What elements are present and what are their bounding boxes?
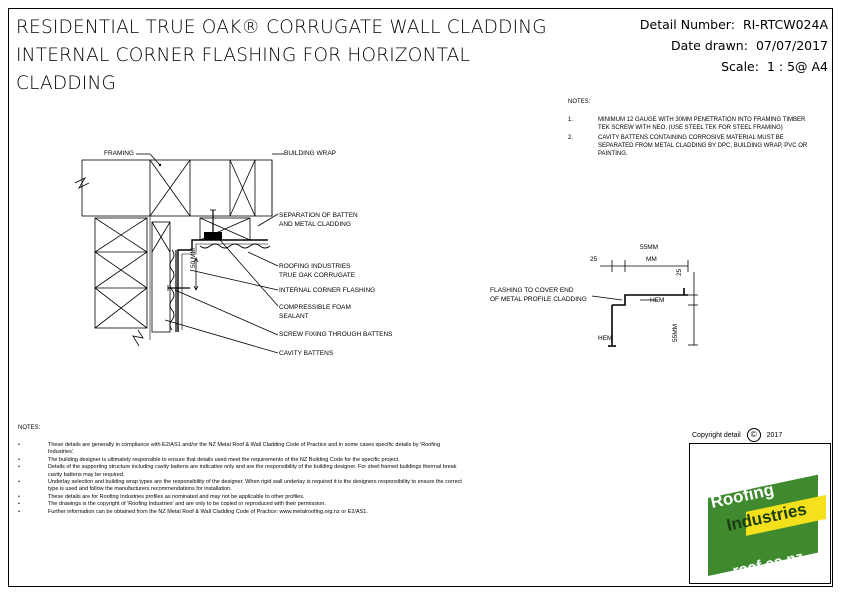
- scale-value: 1 : 5@ A4: [766, 59, 828, 74]
- roofing-industries-logo: Roofing Industries roof.co.nz: [708, 474, 826, 580]
- copyright-label: Copyright detail: [692, 431, 741, 439]
- date-drawn-row: Date drawn: 07/07/2017: [640, 35, 828, 56]
- bottom-note: • The building designer is ultimately res…: [18, 457, 468, 464]
- bullet: •: [18, 479, 20, 486]
- label-hem-1: HEM: [650, 297, 665, 304]
- bottom-note: • Underlay selection and building wrap ty…: [18, 479, 468, 494]
- label-roofing: ROOFING INDUSTRIES TRUE OAK CORRUGATE: [279, 262, 355, 280]
- bullet: •: [18, 501, 20, 508]
- label-separation: SEPARATION OF BATTEN AND METAL CLADDING: [279, 211, 358, 229]
- bottom-note: • Details of the supporting structure inc…: [18, 464, 468, 479]
- bottom-note-text: The drawings is the copyright of 'Roofin…: [48, 501, 326, 508]
- bottom-note-text: Underlay selection and building wrap typ…: [48, 479, 462, 493]
- detail-number-value: RI-RTCW024A: [742, 17, 828, 32]
- dim-mm-top: mm: [646, 256, 657, 263]
- title-meta: Detail Number: RI-RTCW024A Date drawn: 07/…: [640, 14, 828, 77]
- dim-25-top: 25: [590, 256, 598, 263]
- label-flash-cover: FLASHING TO COVER END OF METAL PROFILE C…: [490, 286, 587, 304]
- scale-row: Scale: 1 : 5@ A4: [640, 56, 828, 77]
- dim-25-side: 25: [676, 268, 683, 276]
- label-roofing-line-2: TRUE OAK CORRUGATE: [279, 272, 356, 279]
- flashing-profile: [591, 260, 698, 347]
- bottom-note-text: These details are for Roofing Industries…: [48, 493, 305, 500]
- bullet: •: [18, 456, 20, 463]
- label-flash-cover-line-1: FLASHING TO COVER END: [490, 287, 574, 294]
- note-item: 2. CAVITY BATTENS CONTAINING CORROSIVE M…: [568, 134, 808, 158]
- notes-bottom: NOTES: • These details are generally in c…: [18, 424, 468, 516]
- bottom-note-text: The building designer is ultimately resp…: [48, 456, 400, 463]
- bullet: •: [18, 493, 20, 500]
- top-framing: [81, 159, 273, 217]
- dim-55-top: 55mm: [640, 244, 659, 251]
- title-line-1: RESIDENTIAL TRUE OAK® CORRUGATE WALL CLA…: [16, 17, 547, 38]
- bottom-note: • These details are generally in complian…: [18, 442, 468, 457]
- detail-number-label: Detail Number:: [639, 17, 735, 32]
- label-building-wrap: BUILDING WRAP: [284, 150, 337, 157]
- label-screw: SCREW FIXING THROUGH BATTENS: [279, 331, 393, 338]
- note-number: 2.: [568, 135, 574, 141]
- label-dim-50: 50 mm: [190, 248, 197, 268]
- bottom-note-text: Further information can be obtained from…: [48, 508, 368, 515]
- note-text: CAVITY BATTENS CONTAINING CORROSIVE MATE…: [598, 135, 808, 157]
- bottom-note: • Further information can be obtained fro…: [18, 509, 468, 516]
- title-line-3: CLADDING: [16, 73, 117, 94]
- bullet: •: [18, 442, 20, 448]
- dim-55-side: 55mm: [672, 323, 679, 342]
- logo-box: Roofing Industries roof.co.nz: [689, 443, 831, 584]
- label-foam-line-1: COMPRESSIBLE FOAM: [279, 304, 351, 311]
- label-separation-line-2: AND METAL CLADDING: [279, 221, 351, 228]
- scale-label: Scale:: [721, 59, 759, 74]
- left-framing: [94, 217, 148, 329]
- bottom-note: • These details are for Roofing Industrie…: [18, 494, 468, 501]
- bottom-note-text: These details are generally in complianc…: [48, 442, 441, 456]
- note-number: 1.: [568, 117, 574, 123]
- label-foam-line-2: SEALANT: [279, 313, 309, 320]
- label-foam: COMPRESSIBLE FOAM SEALANT: [279, 303, 351, 321]
- bottom-note: • The drawings is the copyright of 'Roofi…: [18, 501, 468, 508]
- drawing-title: RESIDENTIAL TRUE OAK® CORRUGATE WALL CLA…: [16, 14, 547, 98]
- label-framing: FRAMING: [104, 150, 134, 157]
- label-cavity: CAVITY BATTENS: [279, 350, 334, 357]
- detail-number-row: Detail Number: RI-RTCW024A: [640, 14, 828, 35]
- notes-right-header: NOTES:: [568, 99, 591, 105]
- title-line-2: INTERNAL CORNER FLASHING FOR HORIZONTAL: [16, 45, 471, 66]
- date-drawn-label: Date drawn:: [671, 38, 748, 53]
- label-hem-2: HEM: [598, 335, 613, 342]
- bottom-note-text: Details of the supporting structure incl…: [48, 464, 457, 478]
- label-separation-line-1: SEPARATION OF BATTEN: [279, 212, 358, 219]
- copyright-line: Copyright detail © 2017: [692, 428, 782, 442]
- copyright-year: 2017: [766, 431, 783, 439]
- drawing-frame: [8, 8, 833, 587]
- date-drawn-value: 07/07/2017: [755, 38, 828, 53]
- label-flashing: INTERNAL CORNER FLASHING: [279, 287, 376, 294]
- bullet: •: [18, 464, 20, 471]
- bullet: •: [18, 508, 20, 515]
- notes-bottom-header: NOTES:: [18, 425, 41, 431]
- notes-right: NOTES: 1. MINIMUM 12 GAUGE WITH 30mm PEN…: [568, 98, 808, 160]
- copyright-symbol: ©: [746, 428, 761, 442]
- label-roofing-line-1: ROOFING INDUSTRIES: [279, 263, 351, 270]
- note-item: 1. MINIMUM 12 GAUGE WITH 30mm PENETRATIO…: [568, 116, 808, 132]
- logo-yellow-band: [746, 494, 826, 536]
- note-text: MINIMUM 12 GAUGE WITH 30mm PENETRATION I…: [598, 117, 806, 131]
- label-flash-cover-line-2: OF METAL PROFILE CLADDING: [490, 296, 587, 303]
